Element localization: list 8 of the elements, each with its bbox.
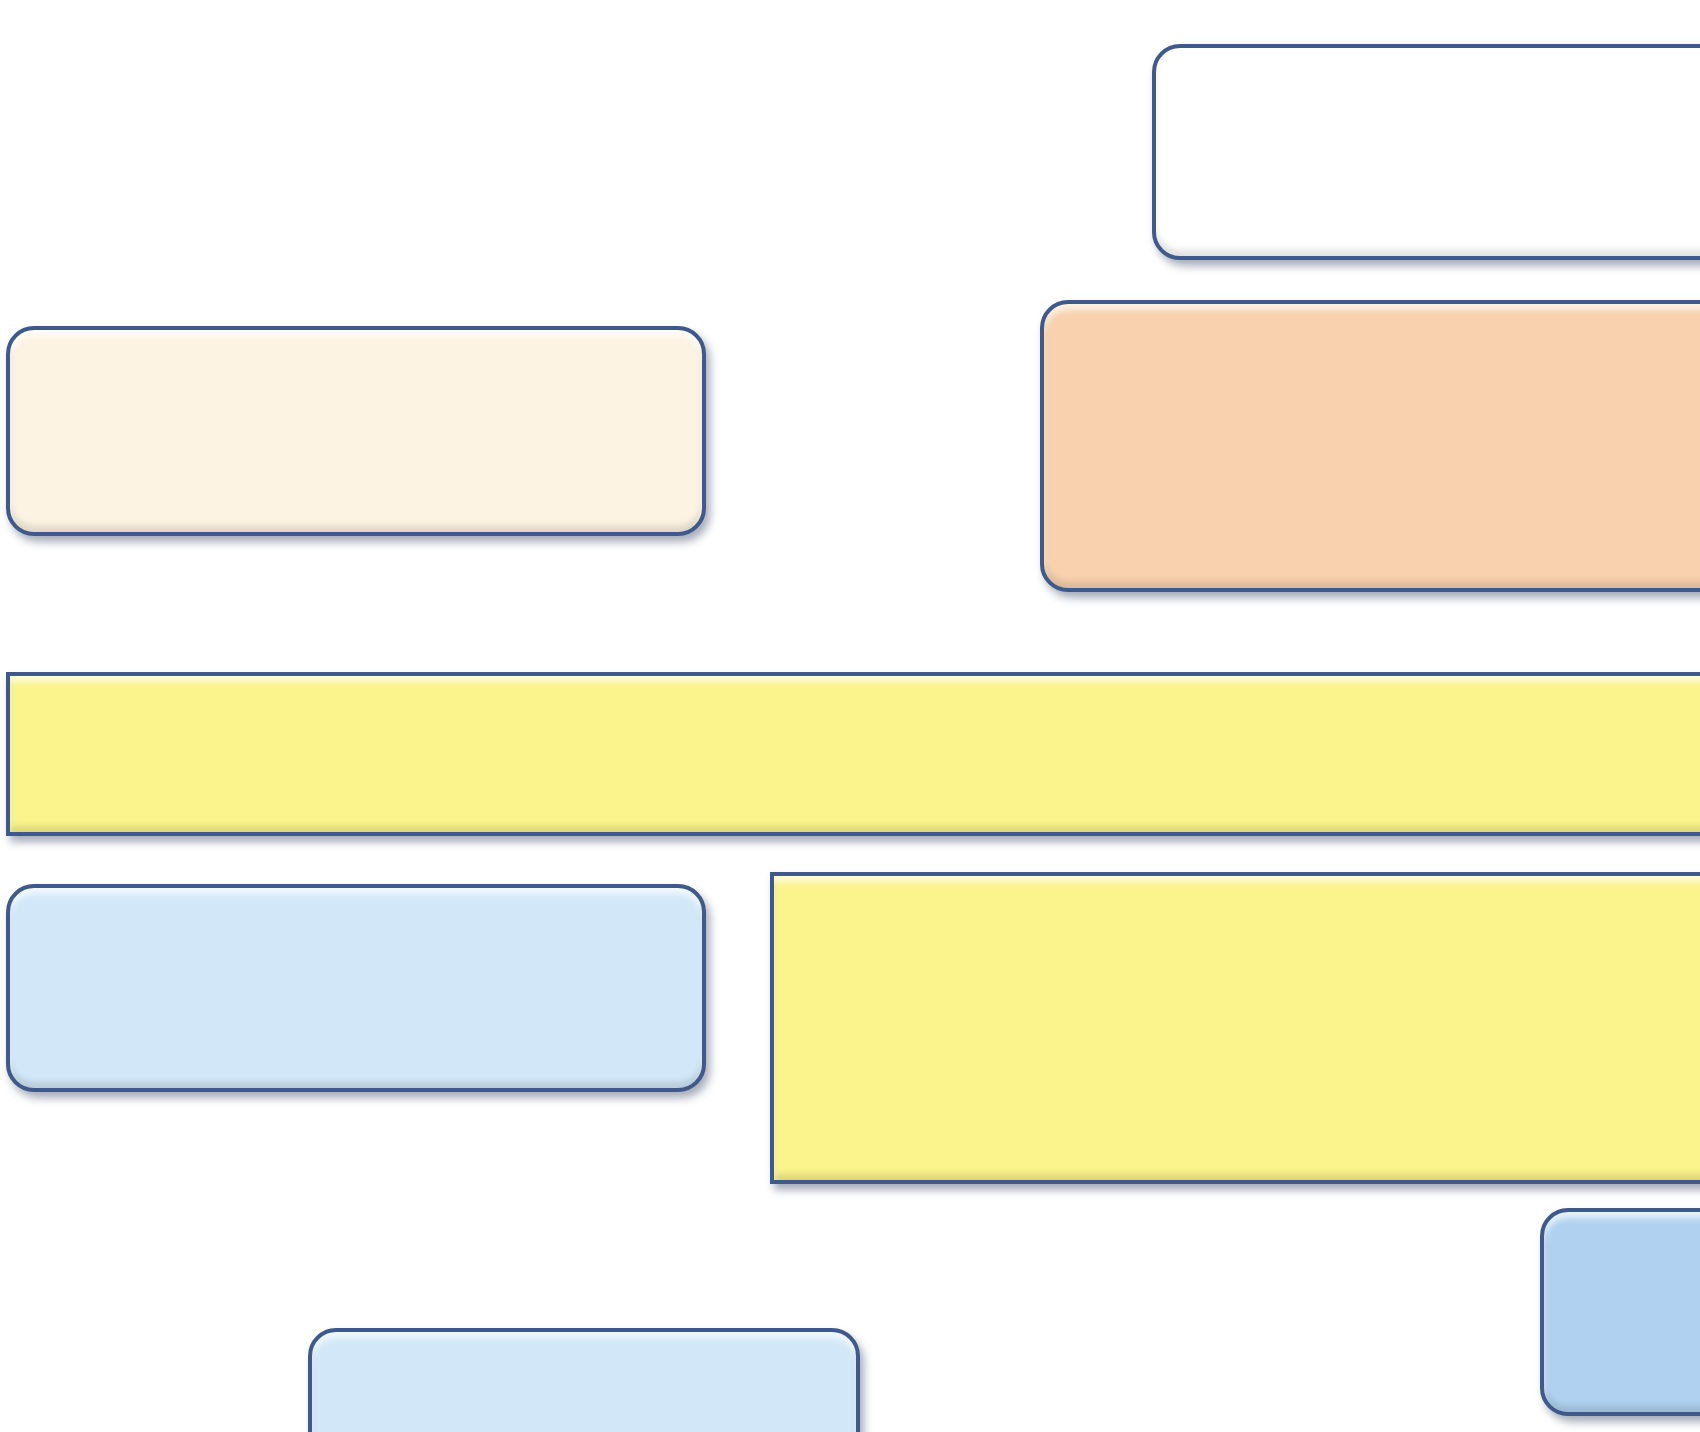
rounded-box (308, 1328, 860, 1432)
rounded-box (6, 326, 706, 536)
bar (6, 672, 1700, 836)
rounded-box (1540, 1208, 1700, 1416)
rounded-box (1152, 44, 1700, 260)
bar (770, 872, 1700, 1184)
rounded-box (6, 884, 706, 1092)
rounded-box (1040, 300, 1700, 592)
